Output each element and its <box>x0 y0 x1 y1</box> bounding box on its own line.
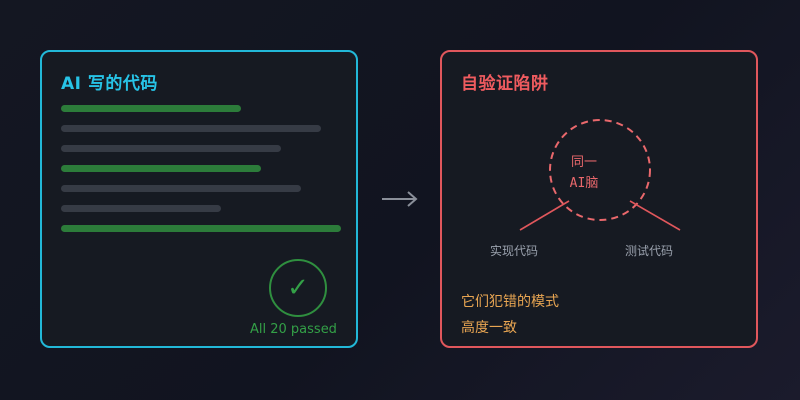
code-line <box>61 165 261 172</box>
pass-badge: ✓ <box>269 259 327 317</box>
implementation-code-label: 实现代码 <box>490 244 539 258</box>
trap-title: 自验证陷阱 <box>461 74 549 94</box>
shared-brain-circle <box>549 119 651 221</box>
check-icon: ✓ <box>287 273 309 303</box>
code-line <box>61 145 281 152</box>
brain-label-line2: AI脑 <box>569 176 599 191</box>
right-arrow-icon <box>382 191 418 207</box>
code-line <box>61 125 321 132</box>
test-code-label: 测试代码 <box>625 244 674 258</box>
trap-note-line2: 高度一致 <box>461 320 517 336</box>
branch-line-tests <box>629 200 681 231</box>
tests-passed-text: All 20 passed <box>250 322 337 337</box>
branch-line-implementation <box>519 200 570 231</box>
code-line <box>61 225 341 232</box>
code-line <box>61 205 221 212</box>
code-line <box>61 105 241 112</box>
brain-label-line1: 同一 <box>570 155 597 170</box>
ai-code-panel: AI 写的代码 ✓ All 20 passed <box>40 50 358 348</box>
ai-code-title: AI 写的代码 <box>61 74 158 94</box>
self-verification-trap-panel: 自验证陷阱 同一 AI脑 实现代码 测试代码 它们犯错的模式 高度一致 <box>440 50 758 348</box>
trap-note-line1: 它们犯错的模式 <box>461 294 559 310</box>
code-line <box>61 185 301 192</box>
shared-brain-diagram <box>519 119 681 231</box>
